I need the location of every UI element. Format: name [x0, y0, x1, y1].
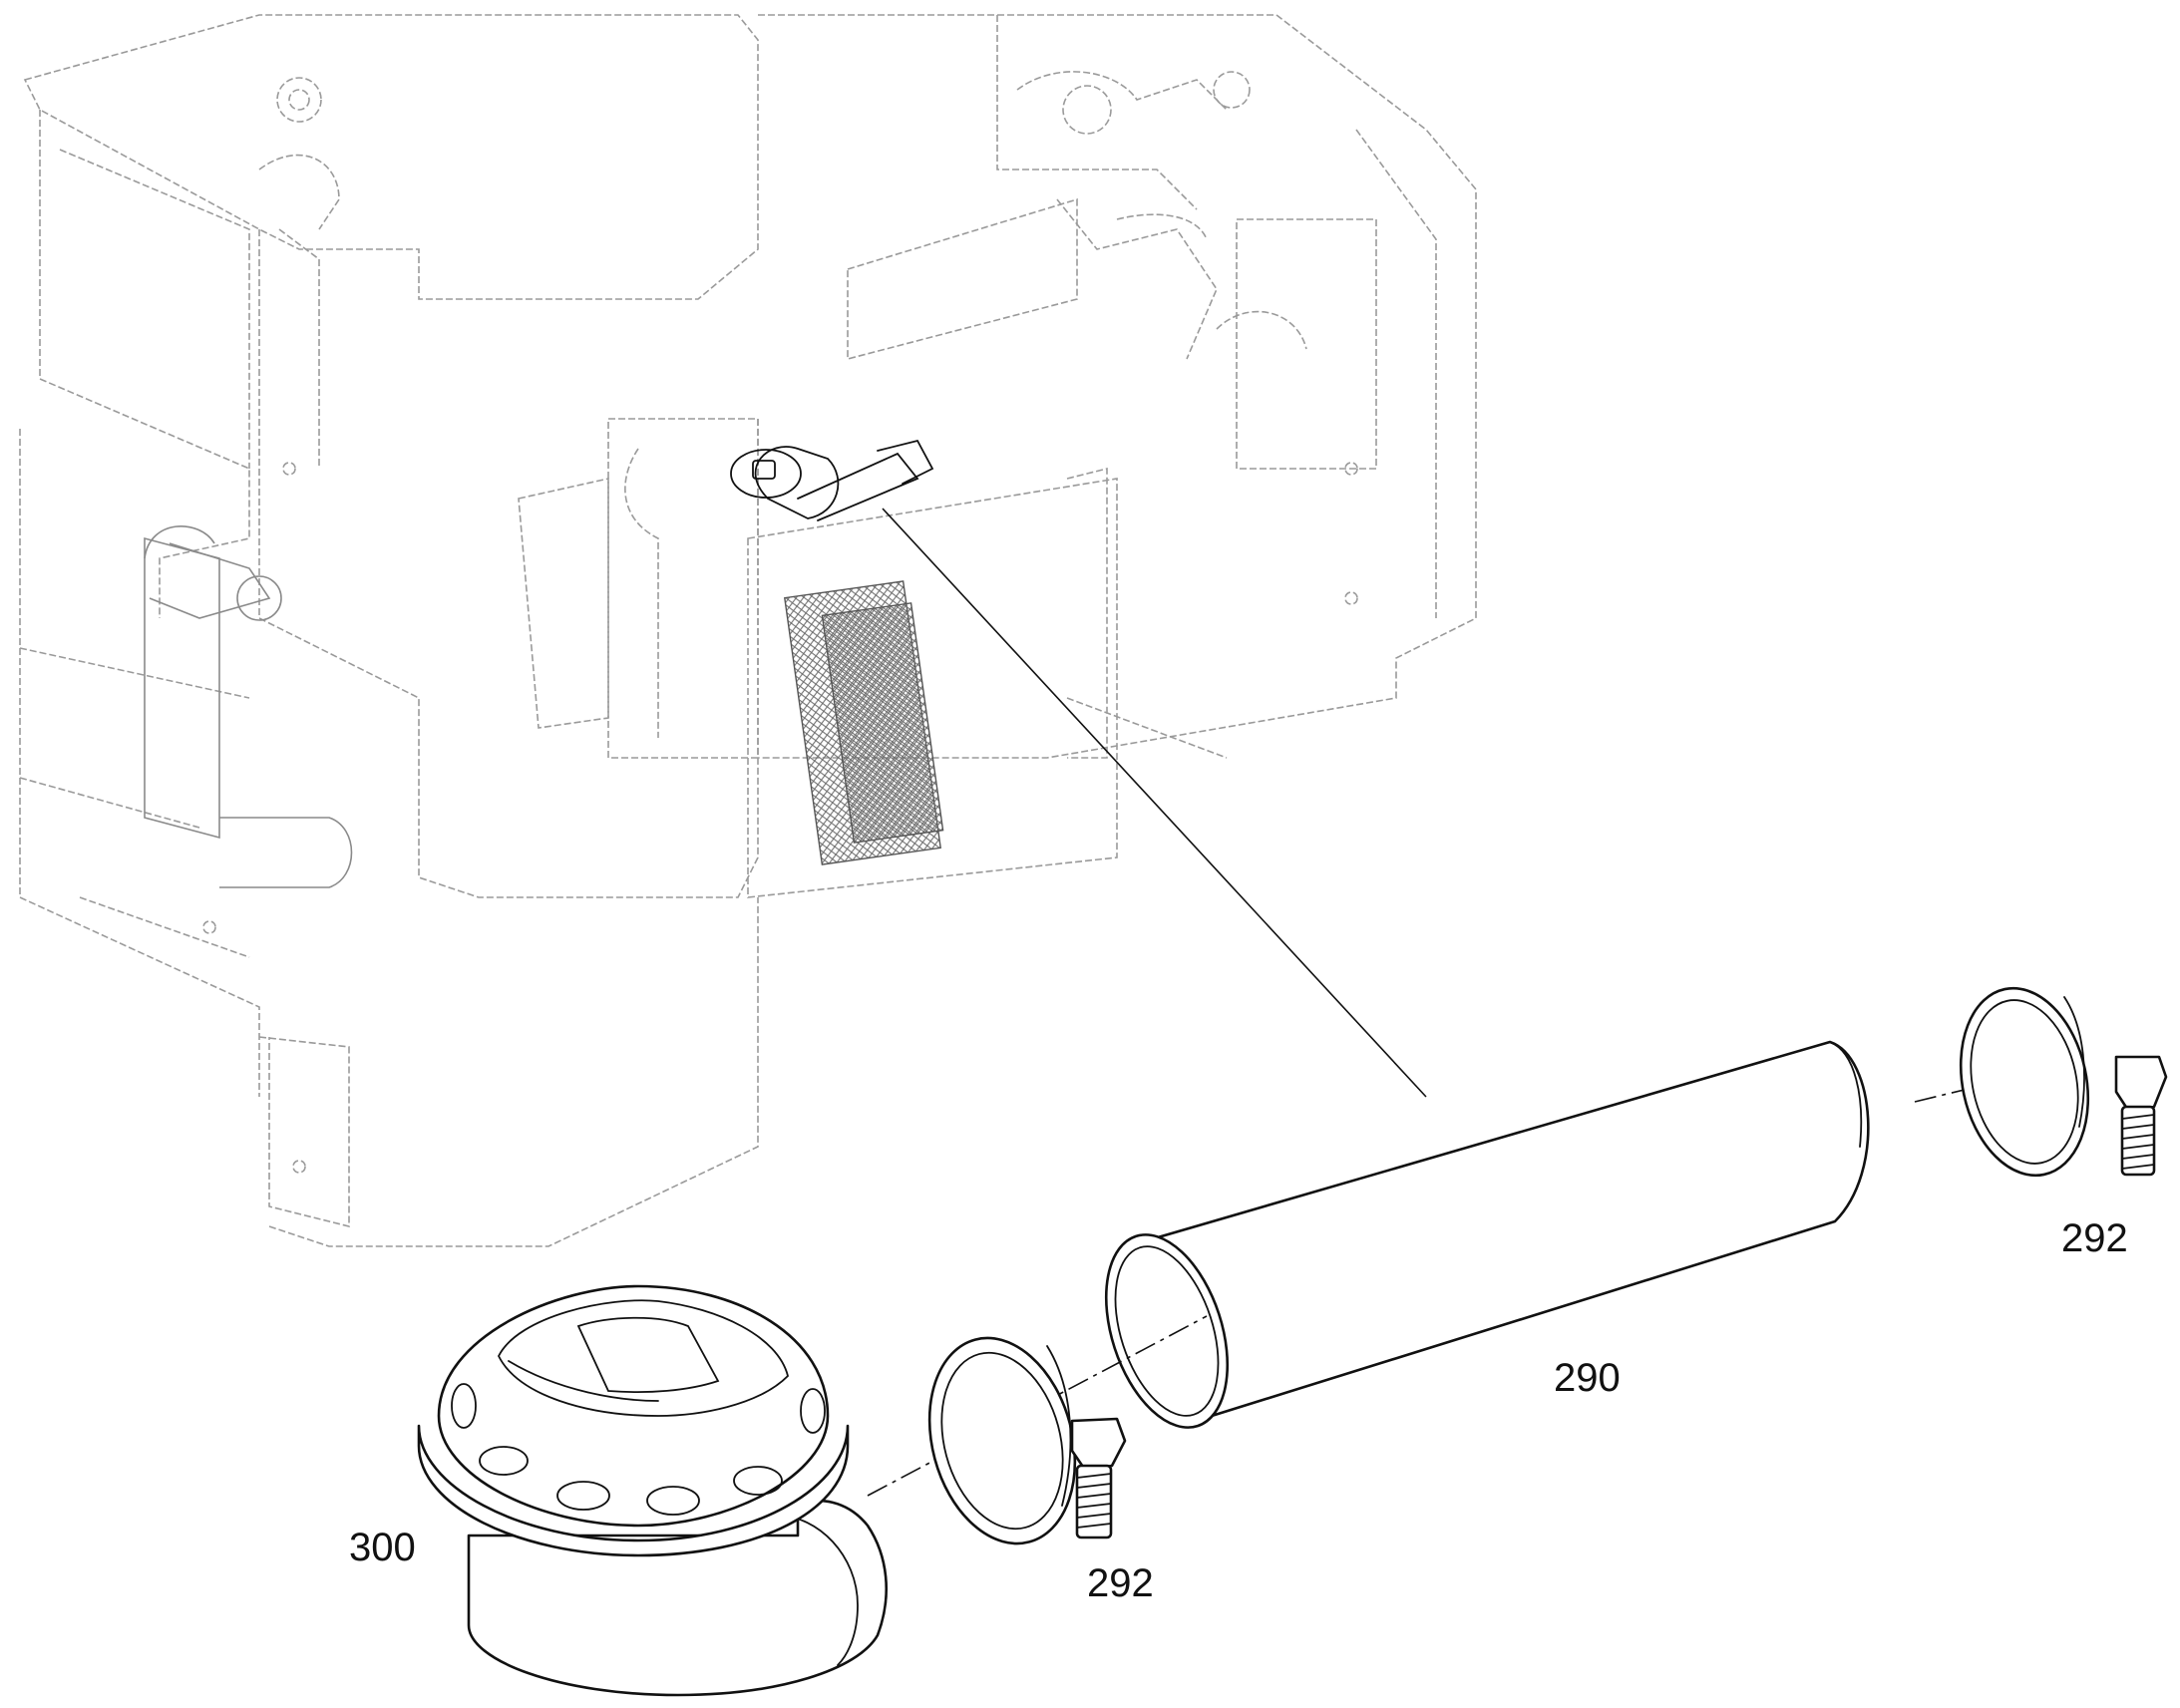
leader-line	[882, 508, 1427, 1098]
hose-clamp-left-292	[927, 1336, 1127, 1545]
callout-292-right: 292	[2061, 1216, 2128, 1260]
hose-clamp-right-292	[1959, 986, 2168, 1178]
callout-300: 300	[349, 1526, 416, 1569]
hose-part-290	[1104, 1040, 1870, 1429]
callout-290: 290	[1554, 1356, 1621, 1400]
vehicle-body-ghost	[19, 14, 1477, 1247]
installed-hose-assembly	[730, 439, 934, 521]
callout-292-left: 292	[1087, 1561, 1154, 1605]
air-vent-part-300	[417, 1284, 888, 1697]
